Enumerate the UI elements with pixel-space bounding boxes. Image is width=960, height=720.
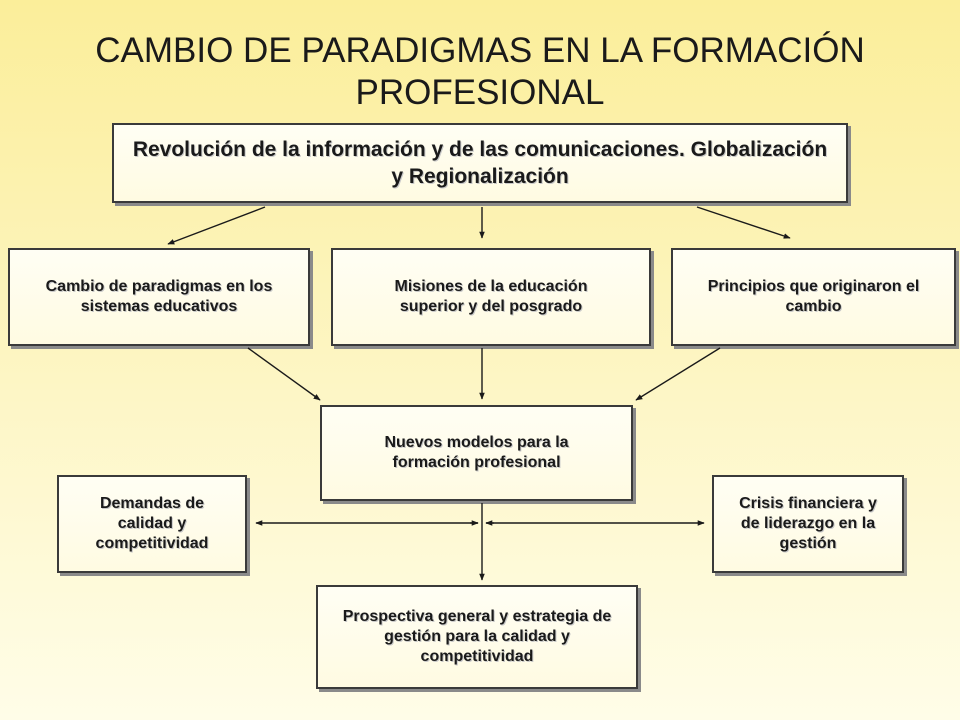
box-principles-label: Principios que originaron el cambio [707, 278, 920, 315]
arrow-revolution-to-principles [696, 206, 791, 239]
box-prospective-label: Prospectiva general y estrategia de gest… [342, 608, 612, 665]
arrow-principles-to-new-models [635, 347, 721, 401]
box-revolution-label: Revolución de la información y de las co… [132, 138, 828, 188]
box-paradigm-change-label: Cambio de paradigmas en los sistemas edu… [45, 278, 273, 315]
box-quality-demands: Demandas de calidad y competitividad [57, 475, 247, 573]
box-quality-demands-label: Demandas de calidad y competitividad [95, 495, 209, 552]
box-principles: Principios que originaron el cambio [671, 248, 956, 346]
box-new-models-label: Nuevos modelos para la formación profesi… [384, 434, 569, 471]
arrow-revolution-to-paradigm-change [167, 206, 266, 245]
box-new-models: Nuevos modelos para la formación profesi… [320, 405, 633, 501]
box-paradigm-change: Cambio de paradigmas en los sistemas edu… [8, 248, 310, 346]
box-financial-crisis: Crisis financiera y de liderazgo en la g… [712, 475, 904, 573]
arrow-paradigm-change-to-new-models [247, 347, 321, 401]
box-missions: Misiones de la educación superior y del … [331, 248, 651, 346]
box-missions-label: Misiones de la educación superior y del … [394, 278, 588, 315]
box-prospective: Prospectiva general y estrategia de gest… [316, 585, 638, 689]
page-title: CAMBIO DE PARADIGMAS EN LA FORMACIÓN PRO… [95, 31, 865, 112]
box-financial-crisis-label: Crisis financiera y de liderazgo en la g… [739, 495, 877, 552]
box-revolution: Revolución de la información y de las co… [112, 123, 848, 203]
